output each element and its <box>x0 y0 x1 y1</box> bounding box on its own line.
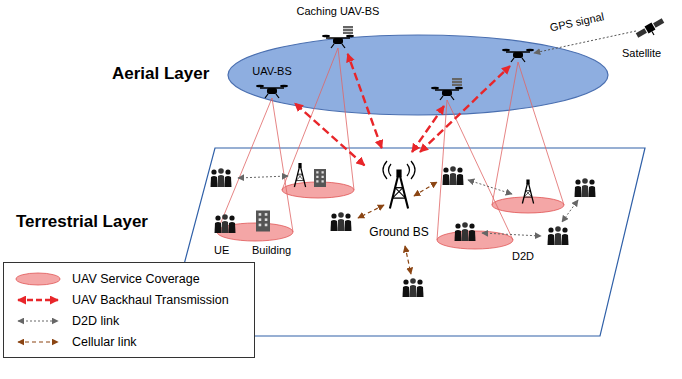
backhaul-connector <box>348 54 382 148</box>
cache-icon <box>452 78 462 86</box>
d2d-label: D2D <box>512 250 534 262</box>
label-anchor: GPS signal <box>548 22 607 34</box>
legend-text: Cellular link <box>72 335 137 349</box>
ground-bs-icon <box>383 161 415 209</box>
cellular-line <box>405 246 411 274</box>
cone-line <box>282 48 338 190</box>
legend-row: D2D link <box>4 310 254 331</box>
legend-sample <box>12 292 64 308</box>
legend-text: D2D link <box>72 314 119 328</box>
cellular-line <box>358 205 384 218</box>
ue-group <box>331 212 352 231</box>
ground-bs-node: Ground BS <box>366 150 432 242</box>
radio-waves <box>383 161 415 179</box>
cone-line <box>272 98 293 232</box>
ue-label: UE <box>214 244 229 256</box>
coverage-cones <box>217 48 564 240</box>
node-label: Ground BS <box>369 226 428 240</box>
ue-group <box>548 226 569 245</box>
legend-text: UAV Backhaul Transmission <box>72 293 229 307</box>
line-sample <box>18 341 58 342</box>
cone-line <box>217 98 272 232</box>
satellite-label: Satellite <box>622 47 661 59</box>
tower-icon <box>294 163 305 187</box>
ue-group <box>211 168 232 187</box>
caching-uav-node: Caching UAV-BS <box>290 2 386 52</box>
cone-line <box>437 100 447 240</box>
coverage-ellipse <box>217 223 293 241</box>
cone-line <box>338 48 354 190</box>
d2d-links <box>238 176 578 236</box>
label-anchor: D2D <box>512 250 534 262</box>
ue-group <box>403 278 424 297</box>
label-anchor: Building <box>252 244 291 256</box>
cellular-links <box>358 182 437 274</box>
cone-line <box>447 100 513 240</box>
legend-box: UAV Service CoverageUAV Backhaul Transmi… <box>3 262 255 358</box>
d2d-line <box>562 200 578 222</box>
cone-line <box>492 62 518 205</box>
legend-row: UAV Backhaul Transmission <box>4 289 254 310</box>
legend-text: UAV Service Coverage <box>72 272 200 286</box>
coverage-swatch <box>16 273 60 285</box>
backhaul-line <box>420 66 510 152</box>
uav-icon <box>502 49 534 62</box>
building-icon <box>256 211 270 232</box>
satellite-icon <box>635 17 667 42</box>
gps-line <box>534 31 636 53</box>
d2d-line <box>482 233 541 236</box>
uav-icon <box>256 85 288 98</box>
cellular-line <box>414 182 437 196</box>
layer-heading: Terrestrial Layer <box>16 212 148 232</box>
building-icon <box>314 169 326 187</box>
legend-sample <box>12 334 64 350</box>
coverage-ellipse <box>437 231 513 249</box>
aerial-layer: Aerial LayerUAV-BSCaching UAV-BS <box>110 30 610 122</box>
tower-icon <box>390 170 408 209</box>
ue-group <box>443 166 464 185</box>
ue-group <box>215 214 236 233</box>
label-anchor: UE <box>214 244 229 256</box>
cache-icon <box>343 26 353 34</box>
node-label: UAV-BS <box>252 65 292 78</box>
tower-icon <box>522 180 533 204</box>
uav-bs-node: UAV-BS <box>244 64 300 102</box>
cone-line <box>518 62 564 205</box>
legend-sample <box>12 271 64 287</box>
d2d-line <box>238 176 288 178</box>
node-label: Caching UAV-BS <box>297 5 380 18</box>
legend-row: UAV Service Coverage <box>4 268 254 289</box>
backhaul-connector <box>295 103 365 165</box>
coverage-ellipse <box>492 197 564 213</box>
d2d-line <box>468 180 512 194</box>
line-sample <box>18 320 58 321</box>
ue-group <box>575 178 596 197</box>
backhaul-links <box>412 66 510 152</box>
label-anchor: Satellite <box>622 47 661 59</box>
coverage-ellipse <box>282 182 354 198</box>
ue-group <box>455 222 476 241</box>
legend-sample <box>12 313 64 329</box>
line-sample <box>18 298 58 300</box>
gps-signal-label: GPS signal <box>547 10 607 34</box>
uav-icon <box>431 87 463 100</box>
backhaul-line <box>412 106 444 152</box>
aerial-ellipse <box>228 35 608 115</box>
coverage-areas <box>217 182 564 249</box>
building-label: Building <box>252 244 291 256</box>
legend-row: Cellular link <box>4 331 254 352</box>
layer-heading: Aerial Layer <box>112 64 209 84</box>
uav-icon <box>322 35 354 48</box>
